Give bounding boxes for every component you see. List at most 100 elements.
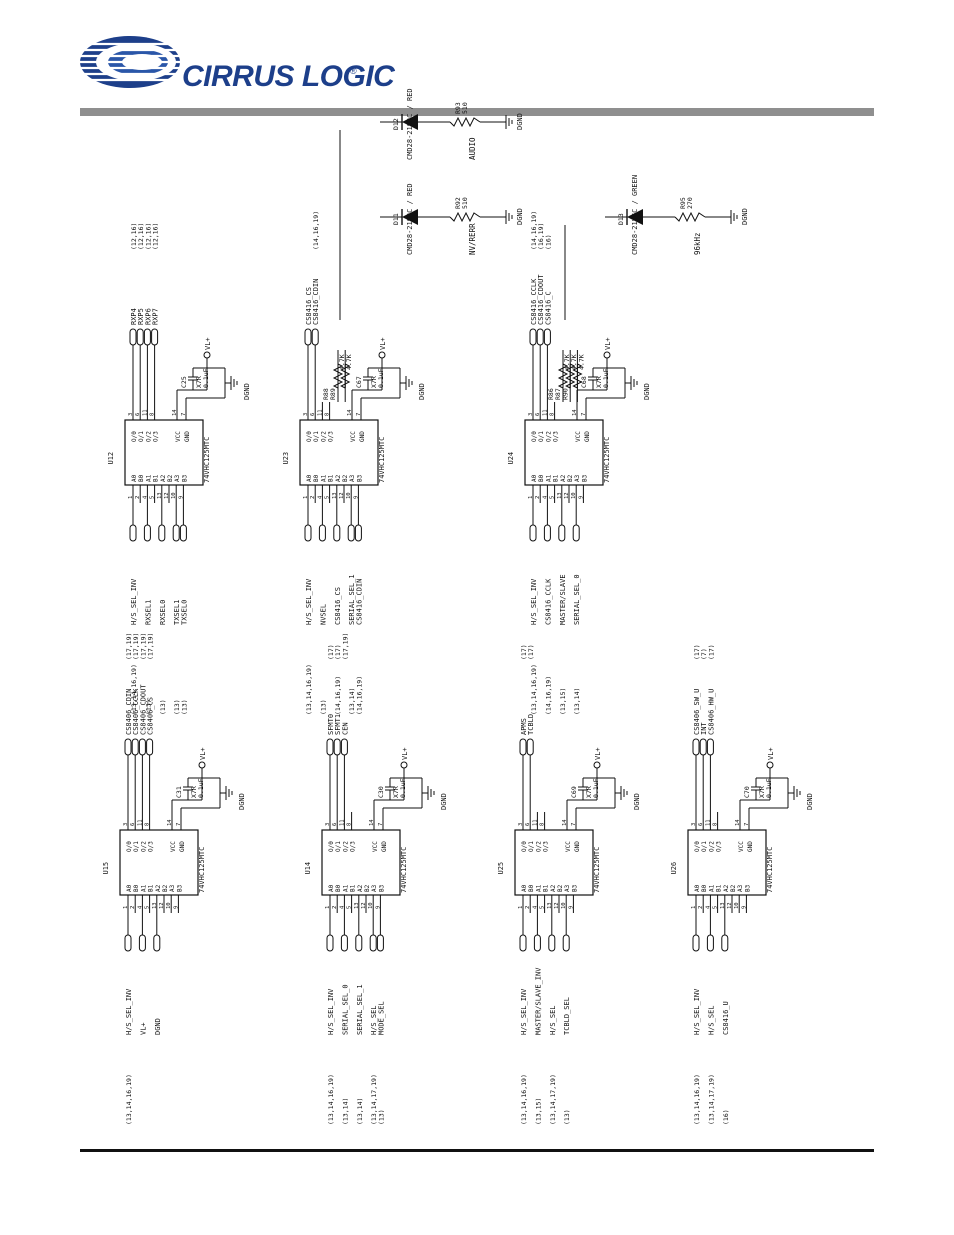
pin-name: B0 bbox=[335, 884, 342, 892]
output-ref: (17) bbox=[334, 644, 342, 660]
pin-name: A0 bbox=[328, 884, 335, 892]
output-signal: CS8406_CS bbox=[147, 697, 155, 735]
output-signal: CS8416_CDIN bbox=[312, 279, 320, 325]
pin-name: VCC bbox=[575, 431, 582, 442]
pin-name: GND bbox=[359, 431, 366, 442]
pin-name: A1 bbox=[545, 474, 552, 482]
vl-label: VL+ bbox=[594, 747, 602, 760]
ground-symbol bbox=[725, 210, 738, 224]
pin-number: 5 bbox=[713, 906, 719, 909]
input-signal: H/S_SEL bbox=[707, 1005, 715, 1035]
input-connector bbox=[369, 934, 377, 952]
output-ref: (17) bbox=[520, 644, 528, 660]
pin-name: A3 bbox=[169, 884, 176, 892]
input-ref: (13,14,16,19) bbox=[130, 664, 138, 715]
cap-ref: C69 bbox=[570, 786, 578, 798]
output-ref: (17,19) bbox=[139, 633, 147, 660]
input-connector bbox=[721, 934, 729, 952]
chip-part: 74VHC125MTC bbox=[593, 847, 601, 893]
led-ref: D12 bbox=[392, 118, 400, 130]
input-connector bbox=[706, 934, 714, 952]
input-connector bbox=[129, 524, 137, 542]
pin-name: O/0 bbox=[131, 431, 138, 442]
pin-number: 8 bbox=[550, 413, 556, 416]
pin-number: 9 bbox=[578, 496, 584, 499]
output-signal: SFMT1 bbox=[334, 714, 342, 735]
pin-number: 8 bbox=[325, 413, 331, 416]
led-gnd-label: DGND bbox=[516, 208, 524, 225]
pin-name: B1 bbox=[543, 884, 550, 892]
pin-name: B3 bbox=[356, 474, 363, 482]
pin-number: 9 bbox=[353, 496, 359, 499]
pin-name: O/3 bbox=[328, 431, 335, 442]
led-ref: D13 bbox=[617, 213, 625, 225]
pin-number: 3 bbox=[123, 823, 129, 826]
input-connector bbox=[304, 524, 312, 542]
vl-supply-symbol bbox=[198, 761, 206, 769]
input-connector bbox=[340, 934, 348, 952]
pin-name: O/3 bbox=[553, 431, 560, 442]
input-signal: H/S_SEL_INV bbox=[130, 578, 138, 625]
pin-name: A2 bbox=[723, 884, 730, 892]
pin-number: 3 bbox=[691, 823, 697, 826]
input-ref: (14,16,19) bbox=[334, 676, 342, 715]
output-signal: RXP4 bbox=[130, 308, 138, 325]
input-signal: H/S_SEL_INV bbox=[305, 578, 313, 625]
pin-name: O/0 bbox=[126, 841, 133, 852]
output-connector bbox=[146, 738, 154, 756]
output-signal: SFMT0 bbox=[327, 714, 335, 735]
pin-number: 3 bbox=[128, 413, 134, 416]
pin-name: O/3 bbox=[543, 841, 550, 852]
input-connector bbox=[179, 524, 187, 542]
output-ref: (12,16) bbox=[152, 223, 160, 250]
cap-value: 0.1uF bbox=[197, 778, 205, 798]
cap-ref: C25 bbox=[180, 376, 188, 388]
pin-name: O/1 bbox=[133, 841, 140, 852]
pin-name: O/0 bbox=[306, 431, 313, 442]
input-ref: (13) bbox=[180, 699, 188, 715]
pin-name: O/2 bbox=[320, 431, 327, 442]
input-ref: (13,14,17,19) bbox=[370, 1074, 378, 1125]
pin-name: VCC bbox=[372, 841, 379, 852]
vl-supply-symbol bbox=[400, 761, 408, 769]
pin-name: B1 bbox=[328, 474, 335, 482]
pin-name: B0 bbox=[528, 884, 535, 892]
input-signal: H/S_SEL bbox=[549, 1005, 557, 1035]
pin-number: 5 bbox=[325, 496, 331, 499]
input-connector bbox=[543, 524, 551, 542]
output-ref: (16) bbox=[544, 234, 552, 250]
pin-number: 13 bbox=[547, 902, 553, 909]
output-connector bbox=[129, 328, 137, 346]
pin-number: 2 bbox=[698, 906, 704, 909]
output-ref: (17) bbox=[527, 644, 535, 660]
pin-name: O/1 bbox=[538, 431, 545, 442]
pin-name: B3 bbox=[571, 884, 578, 892]
resistor-ref: R88 bbox=[322, 388, 330, 400]
output-ref: (14,16,19) bbox=[530, 211, 538, 250]
chip-part: 74VHC125MTC bbox=[198, 847, 206, 893]
pin-name: A2 bbox=[155, 884, 162, 892]
led-net-label: AUDIO bbox=[468, 137, 477, 160]
pin-number: 4 bbox=[317, 495, 323, 499]
pin-name: A3 bbox=[737, 884, 744, 892]
pin-name: A1 bbox=[342, 884, 349, 892]
pin-name: A0 bbox=[694, 884, 701, 892]
pin-name: A3 bbox=[174, 474, 181, 482]
input-ref: (13,15) bbox=[559, 688, 567, 715]
output-signal: RXP5 bbox=[137, 308, 145, 325]
led-part: CMD28-21VGC / GREEN bbox=[631, 175, 639, 255]
resistor-value: 4.7K bbox=[570, 354, 578, 370]
input-ref: (13,14,16,19) bbox=[530, 664, 538, 715]
led-resistor bbox=[674, 211, 706, 223]
led-res-ref: R95 bbox=[679, 197, 687, 209]
pin-number: 7 bbox=[571, 823, 577, 826]
input-connector bbox=[692, 934, 700, 952]
chip-part: 74VHC125MTC bbox=[203, 437, 211, 483]
pin-number: 4 bbox=[542, 495, 548, 499]
input-ref: (16) bbox=[722, 1109, 730, 1125]
chip-body bbox=[124, 419, 204, 486]
gnd-label: DGND bbox=[238, 793, 246, 810]
gnd-label: DGND bbox=[440, 793, 448, 810]
